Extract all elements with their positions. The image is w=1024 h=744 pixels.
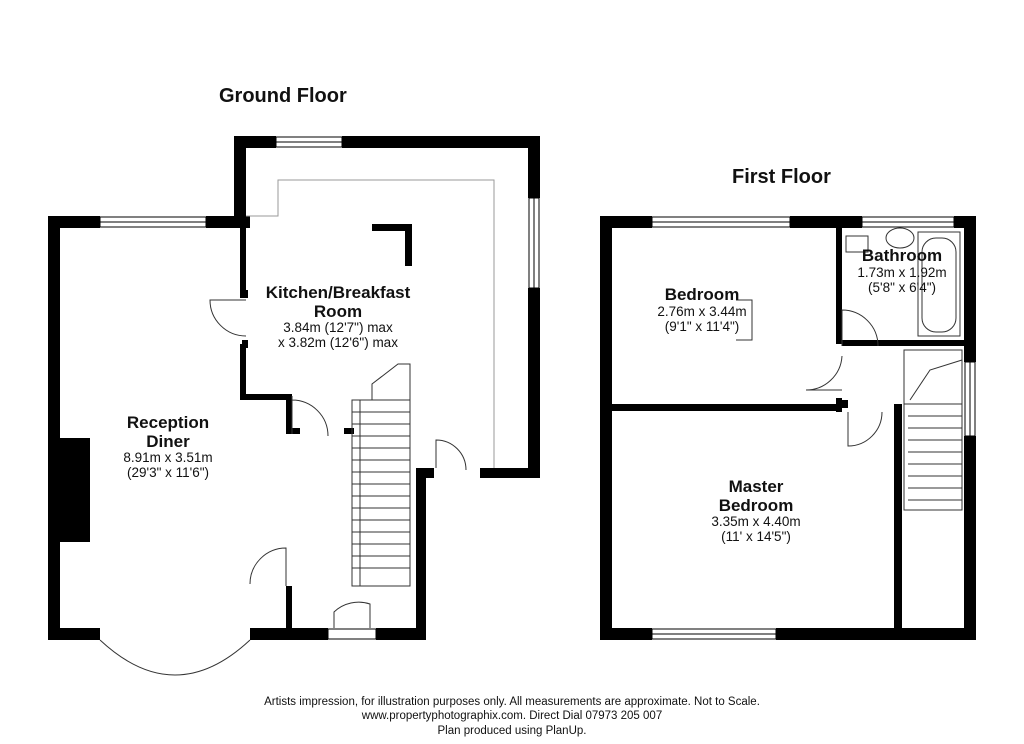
footer-disclaimer: Artists impression, for illustration pur… — [0, 695, 1024, 738]
room-name: Bathroom — [861, 246, 943, 265]
ground-floor-walls — [48, 136, 540, 640]
room-dimensions: 3.84m (12'7") max — [283, 320, 393, 336]
footer-line: Plan produced using PlanUp. — [437, 724, 587, 737]
ground-floor-title: Ground Floor — [219, 85, 347, 107]
room-dimensions: 1.73m x 1.92m — [857, 264, 947, 280]
first-floor-walls — [600, 216, 976, 640]
footer-line: www.propertyphotographix.com. Direct Dia… — [361, 710, 663, 723]
room-bedroom-label: Bedroom 2.76m x 3.44m (9'1" x 11'4") — [632, 285, 772, 334]
room-dimensions: (29'3" x 11'6") — [126, 465, 210, 481]
room-name: Room — [313, 301, 363, 321]
room-bathroom-label: Bathroom 1.73m x 1.92m (5'8" x 6'4") — [844, 246, 960, 295]
first-floor-fixtures — [736, 227, 963, 511]
room-kitchen-label: Kitchen/Breakfast Room 3.84m (12'7") max… — [248, 283, 428, 351]
ground-floor-fixtures — [99, 179, 495, 676]
ground-floor-windows — [99, 136, 540, 640]
room-reception-label: Reception Diner 8.91m x 3.51m (29'3" x 1… — [98, 413, 238, 481]
room-dimensions: 8.91m x 3.51m — [123, 450, 213, 466]
room-master-bedroom-label: Master Bedroom 3.35m x 4.40m (11' x 14'5… — [686, 477, 826, 545]
room-name: Bedroom — [664, 285, 740, 304]
room-dimensions: (5'8" x 6'4") — [867, 279, 936, 295]
room-dimensions: (9'1" x 11'4") — [664, 318, 740, 334]
room-name: Master — [728, 477, 784, 496]
first-floor-title: First Floor — [732, 166, 831, 188]
first-floor-windows — [651, 216, 976, 640]
room-name: Diner — [146, 431, 190, 451]
room-dimensions: x 3.82m (12'6") max — [278, 335, 398, 351]
room-dimensions: 2.76m x 3.44m — [657, 303, 747, 319]
footer-line: Artists impression, for illustration pur… — [264, 696, 760, 708]
room-dimensions: 3.35m x 4.40m — [711, 514, 801, 530]
room-name: Bedroom — [718, 495, 794, 515]
room-dimensions: (11' x 14'5") — [721, 529, 791, 545]
room-name: Reception — [126, 413, 210, 432]
room-name: Kitchen/Breakfast — [265, 283, 411, 302]
